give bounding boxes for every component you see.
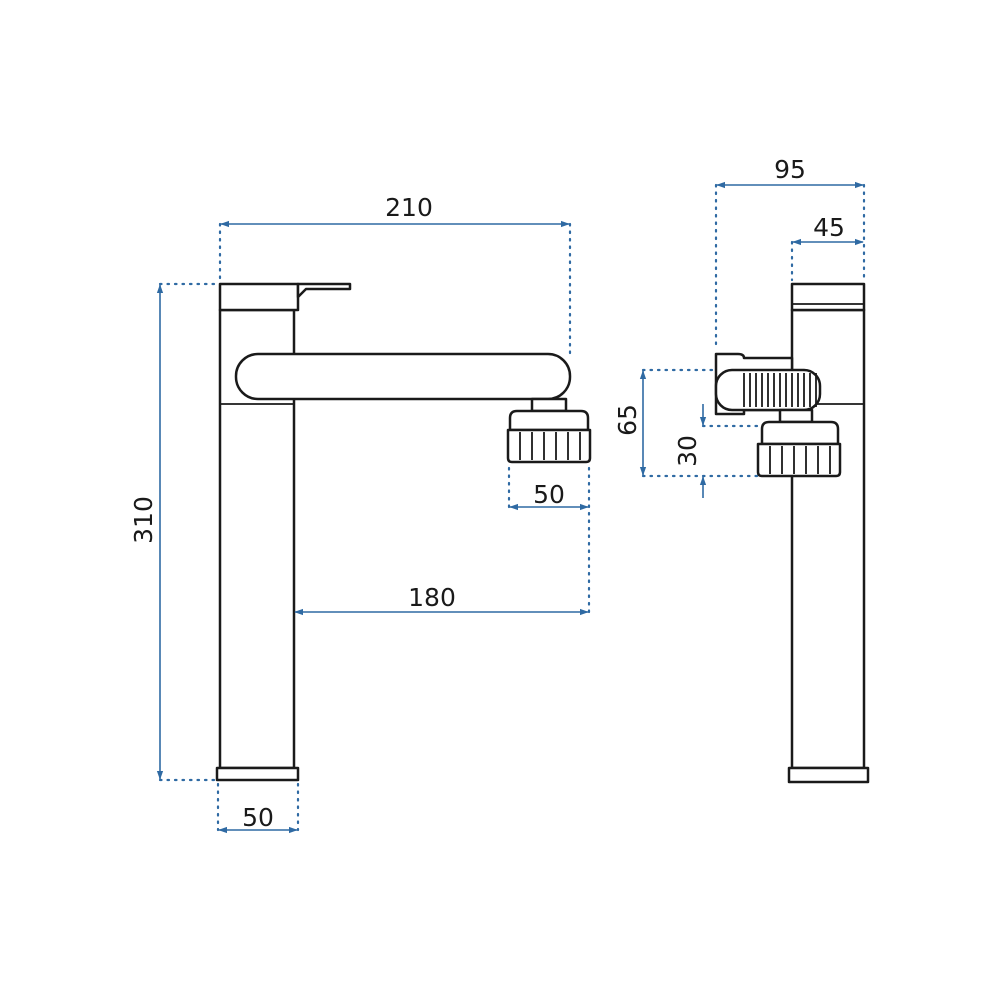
side-dimensions: 95 45 65 30 [613, 155, 866, 498]
dim-label-side-depth: 95 [774, 155, 806, 184]
dim-label-spout-height: 65 [613, 404, 642, 436]
dim-label-aerator-width: 50 [533, 480, 565, 509]
side-aerator [756, 420, 842, 478]
front-dimensions: 210 310 50 50 180 [129, 193, 591, 834]
front-aerator-neck [530, 397, 568, 413]
front-view [215, 282, 592, 782]
dim-label-total-height: 310 [129, 496, 158, 544]
dim-label-body-depth: 45 [813, 213, 845, 242]
dim-label-spout-projection: 180 [408, 583, 456, 612]
dim-label-aerator-height: 30 [673, 435, 702, 467]
front-spout [234, 352, 572, 401]
front-base [215, 766, 300, 782]
side-aerator-neck [778, 408, 814, 424]
front-aerator [506, 409, 592, 464]
side-handle-cap [790, 282, 866, 312]
dim-label-base-width: 50 [242, 803, 274, 832]
dim-label-total-reach: 210 [385, 193, 433, 222]
side-base [787, 766, 870, 784]
front-handle-lever [296, 282, 352, 299]
front-handle-cap [218, 282, 300, 312]
side-view [714, 282, 870, 784]
